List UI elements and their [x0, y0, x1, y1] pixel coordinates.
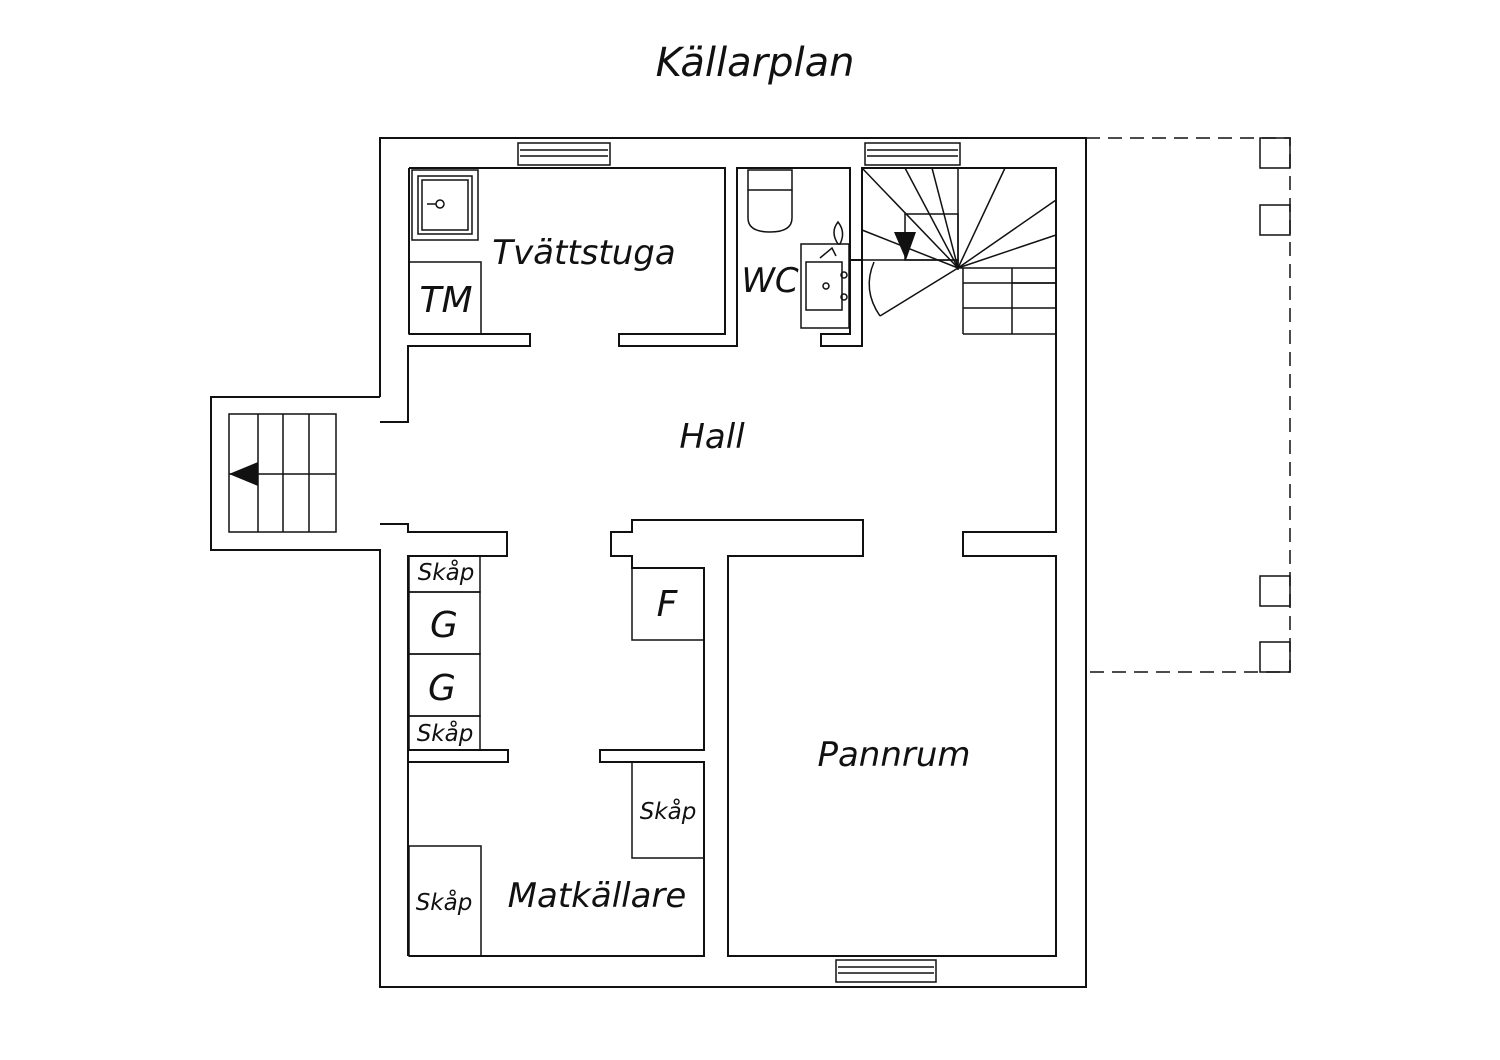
boiler-room-label: Pannrum: [817, 735, 970, 775]
cabinet-lower-label: Skåp: [417, 719, 474, 747]
wc-sink-icon: [800, 220, 850, 329]
window-laundry: [517, 142, 611, 166]
pantry-cabinet-right-label: Skåp: [640, 797, 697, 825]
washing-machine-box: [408, 261, 482, 335]
staircase-walls: [409, 167, 1057, 957]
laundry-sink-icon: [411, 169, 479, 241]
stair-up-arrow-icon: [229, 462, 258, 486]
f-label: F: [657, 584, 679, 625]
window-boiler: [835, 959, 937, 983]
pantry-label: Matkällare: [508, 876, 687, 916]
pantry-cabinet-left-label: Skåp: [416, 888, 473, 916]
terrace-outline: [1086, 137, 1291, 673]
spiral-staircase: [861, 167, 1057, 335]
laundry-room-label: Tvättstuga: [492, 233, 675, 273]
toilet-icon: [747, 169, 793, 233]
washing-machine-label: TM: [419, 280, 472, 321]
freezer-1-label: G: [430, 605, 458, 646]
stair-down-arrow-icon: [894, 232, 916, 260]
plan-title: Källarplan: [656, 40, 855, 86]
window-stairs: [864, 142, 961, 166]
pantry-walls: [409, 749, 509, 763]
hall-label: Hall: [679, 417, 745, 457]
wc-label: WC: [741, 261, 799, 301]
pantry-cabinet-left: [408, 845, 482, 957]
freezer-2-label: G: [428, 668, 456, 709]
cabinet-upper-label: Skåp: [418, 558, 475, 586]
entrance-stairs: [228, 413, 337, 533]
storage-column: [408, 555, 481, 751]
f-box: [631, 567, 705, 641]
pantry-cabinet-right: [631, 761, 705, 859]
